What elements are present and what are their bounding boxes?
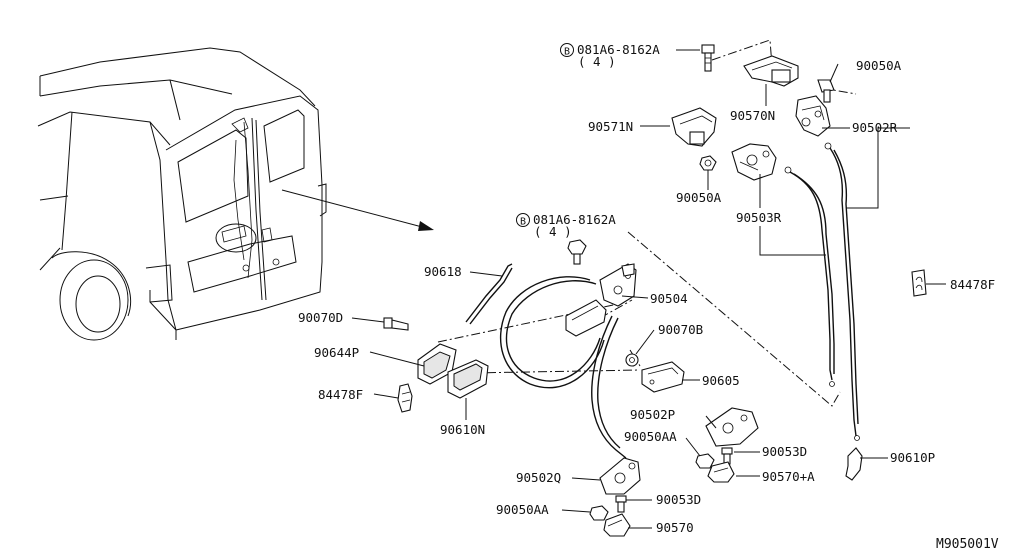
cable-lower-part — [591, 315, 627, 459]
bolt-mid-part — [567, 239, 587, 265]
label-90503R: 90503R — [736, 210, 782, 225]
label-84478F-right: 84478F — [950, 277, 995, 292]
striker-90570-part — [603, 513, 631, 537]
label-90070B: 90070B — [658, 322, 703, 337]
label-90053D-right: 90053D — [762, 444, 807, 459]
latch-90502Q-part — [599, 457, 641, 495]
van-illustration — [37, 47, 434, 341]
clip-84478F-left-part — [397, 383, 413, 413]
label-90050A-top: 90050A — [856, 58, 902, 73]
cable-middle-part — [784, 166, 835, 387]
latch-90502P-part — [705, 407, 759, 447]
label-90502Q: 90502Q — [516, 470, 561, 485]
part-labels: 081A6-8162A ( 4 ) 90050A 90570N 90571N 9… — [298, 42, 995, 535]
bolt-top-part — [701, 44, 715, 72]
handle-90605-part — [641, 361, 685, 393]
label-90502R: 90502R — [852, 120, 898, 135]
label-90610N: 90610N — [440, 422, 485, 437]
label-90504: 90504 — [650, 291, 688, 306]
bolt-90070B-part — [625, 353, 639, 367]
cable-right-part — [824, 142, 860, 441]
bolt-90053D-bottom-part — [615, 495, 627, 513]
label-90570N: 90570N — [730, 108, 775, 123]
striker-90570A-part — [707, 461, 735, 483]
label-90053D-bottom: 90053D — [656, 492, 701, 507]
weatherstrip-90618-part — [465, 263, 513, 325]
bolt-90053D-right-part — [721, 447, 733, 465]
label-bolt-top: 081A6-8162A — [577, 42, 660, 57]
label-90610P: 90610P — [890, 450, 935, 465]
handle-90504-part — [565, 263, 637, 337]
bolt-90050AA-mid-part — [695, 453, 715, 469]
handle-90610N-part — [447, 359, 489, 399]
label-90050AA-bottom: 90050AA — [496, 502, 549, 517]
bolt-symbol-top: B — [560, 43, 574, 58]
label-90502P: 90502P — [630, 407, 675, 422]
bolt-90050AA-bottom-part — [589, 505, 609, 521]
label-90570A: 90570+A — [762, 469, 815, 484]
label-bolt-mid: 081A6-8162A — [533, 212, 616, 227]
label-90070D: 90070D — [298, 310, 343, 325]
label-84478F-left: 84478F — [318, 387, 363, 402]
bolt-symbol-mid: B — [516, 213, 530, 228]
bolt-90050A-top-part — [817, 79, 835, 103]
label-90605: 90605 — [702, 373, 740, 388]
label-90570: 90570 — [656, 520, 694, 535]
assembly-lines — [437, 39, 857, 407]
label-bolt-top-qty: ( 4 ) — [578, 54, 616, 69]
label-90644P: 90644P — [314, 345, 359, 360]
latch-90502R-part — [795, 95, 831, 137]
diagram-id: M905001V — [936, 537, 999, 552]
svg-text:B: B — [520, 217, 526, 228]
clip-84478F-right-part — [911, 269, 927, 297]
label-bolt-mid-qty: ( 4 ) — [534, 224, 572, 239]
label-90571N: 90571N — [588, 119, 633, 134]
bolt-90050A-mid-part — [699, 155, 717, 171]
label-90618: 90618 — [424, 264, 462, 279]
handle-90610P-part — [845, 447, 863, 481]
label-90050A-mid: 90050A — [676, 190, 722, 205]
striker-90570N-part — [743, 55, 799, 87]
striker-90571N-part — [671, 107, 717, 147]
leader-lines — [351, 49, 946, 529]
svg-text:B: B — [564, 47, 570, 58]
bolt-90070D-part — [383, 317, 409, 331]
label-90050AA-mid: 90050AA — [624, 429, 677, 444]
latch-90503R-part — [731, 143, 777, 181]
loop-cable-part — [499, 276, 605, 389]
